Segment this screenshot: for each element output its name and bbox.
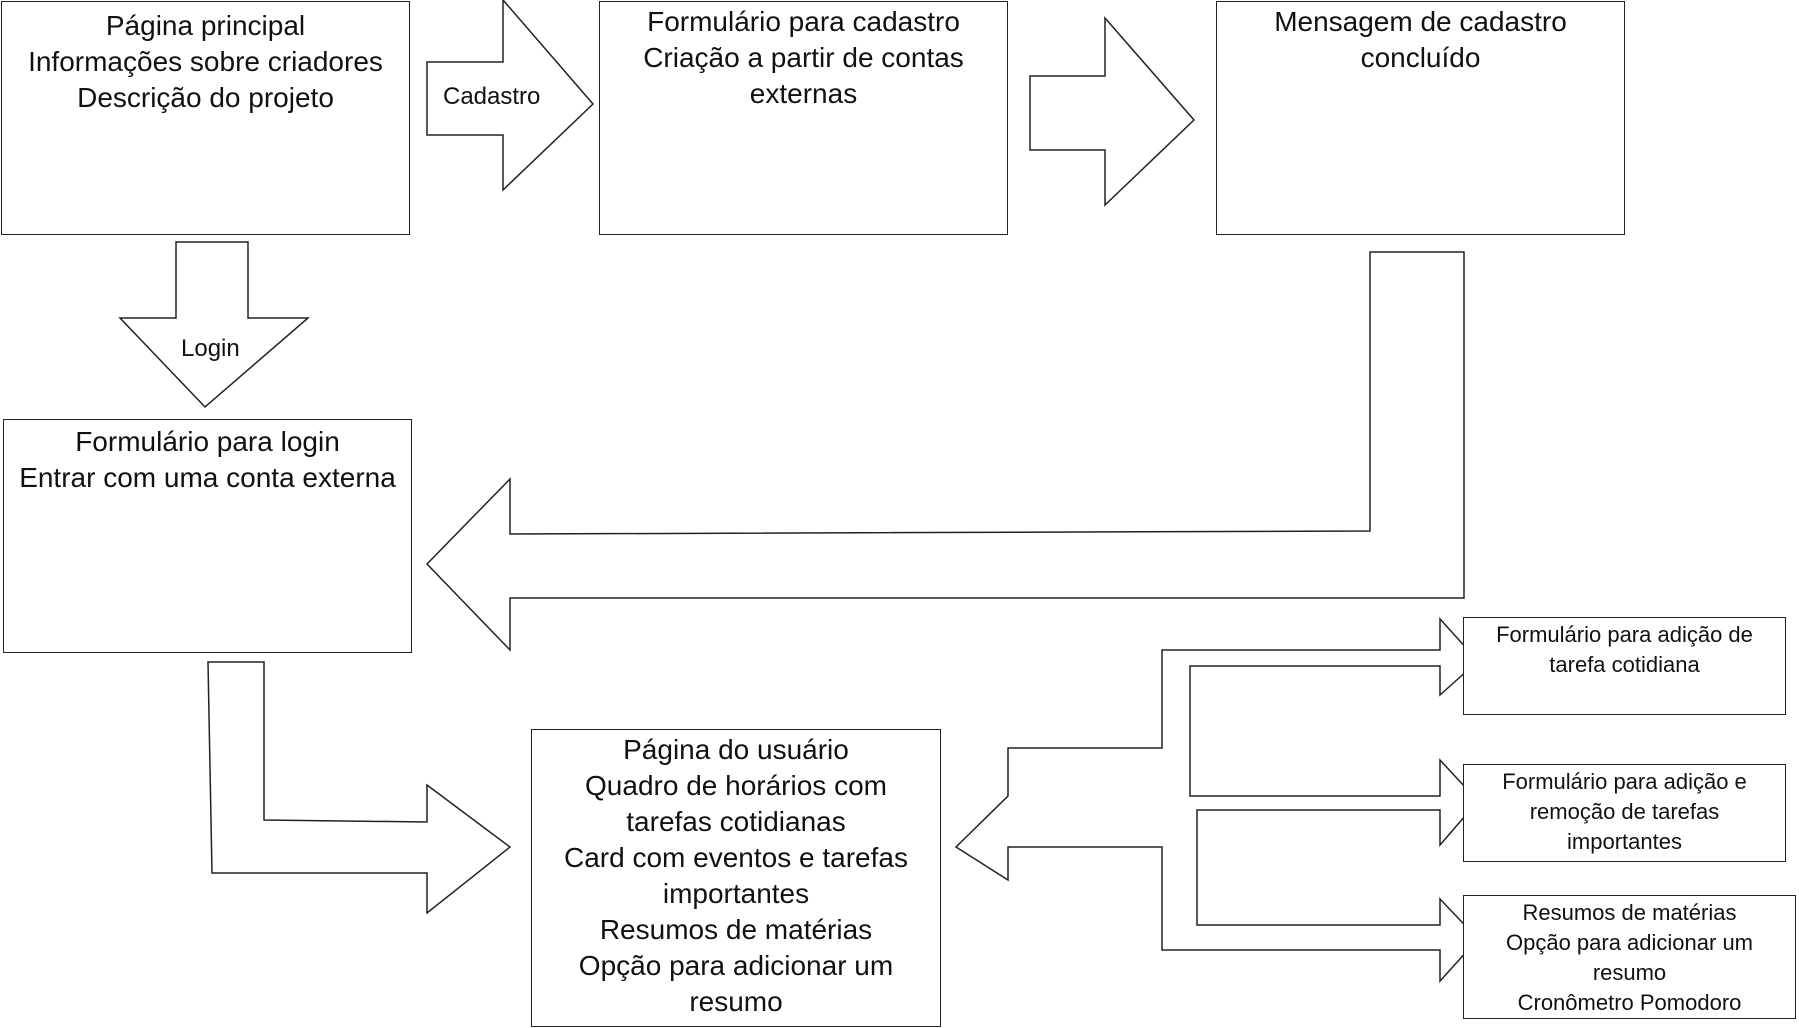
box-home: Página principal Informações sobre criad… [1, 1, 410, 235]
box-line: remoção de tarefas [1529, 799, 1720, 824]
arrow-signup-to-done [1029, 15, 1196, 207]
box-line: Descrição do projeto [77, 82, 334, 113]
box-line: resumo [689, 986, 783, 1017]
box-line: externas [749, 78, 858, 109]
box-line: Formulário para login [75, 426, 340, 457]
arrow-label-login: Login [181, 335, 240, 362]
box-line: Entrar com uma conta externa [19, 462, 396, 493]
box-line: Informações sobre criadores [28, 46, 383, 77]
box-line: importantes [1567, 829, 1682, 854]
box-line: Cronômetro Pomodoro [1517, 990, 1742, 1015]
arrow-login-to-user [207, 661, 512, 915]
box-line: Resumos de matérias [599, 914, 873, 945]
box-line: Resumos de matérias [1522, 900, 1737, 925]
box-important-task-form: Formulário para adição e remoção de tare… [1463, 764, 1786, 862]
box-line: Mensagem de cadastro [1274, 6, 1567, 37]
box-line: Página principal [105, 10, 306, 41]
box-line: tarefa cotidiana [1549, 652, 1700, 677]
box-summaries: Resumos de matérias Opção para adicionar… [1463, 895, 1796, 1019]
box-line: Opção para adicionar um [578, 950, 894, 981]
box-line: importantes [662, 878, 810, 909]
box-daily-task-form: Formulário para adição de tarefa cotidia… [1463, 617, 1786, 715]
box-line: Formulário para adição e [1502, 769, 1747, 794]
box-line: Criação a partir de contas [643, 42, 964, 73]
box-line: Página do usuário [623, 734, 849, 765]
box-line: Formulário para adição de [1496, 622, 1753, 647]
arrow-label-signup: Cadastro [443, 83, 541, 110]
box-signup-form: Formulário para cadastro Criação a parti… [599, 1, 1008, 235]
box-line: resumo [1592, 960, 1667, 985]
box-line: Formulário para cadastro [647, 6, 960, 37]
box-signup-done: Mensagem de cadastro concluído [1216, 1, 1625, 235]
arrow-home-to-login [118, 241, 311, 409]
arrow-done-to-login [425, 251, 1465, 652]
box-login-form: Formulário para login Entrar com uma con… [3, 419, 412, 653]
box-line: concluído [1360, 42, 1481, 73]
arrow-user-hub [954, 617, 1480, 983]
box-line: Quadro de horários com [585, 770, 887, 801]
arrow-home-to-signup [426, 0, 595, 192]
box-user-page: Página do usuário Quadro de horários com… [531, 729, 941, 1027]
box-line: tarefas cotidianas [626, 806, 846, 837]
box-line: Opção para adicionar um [1505, 930, 1754, 955]
box-line: Card com eventos e tarefas [564, 842, 908, 873]
